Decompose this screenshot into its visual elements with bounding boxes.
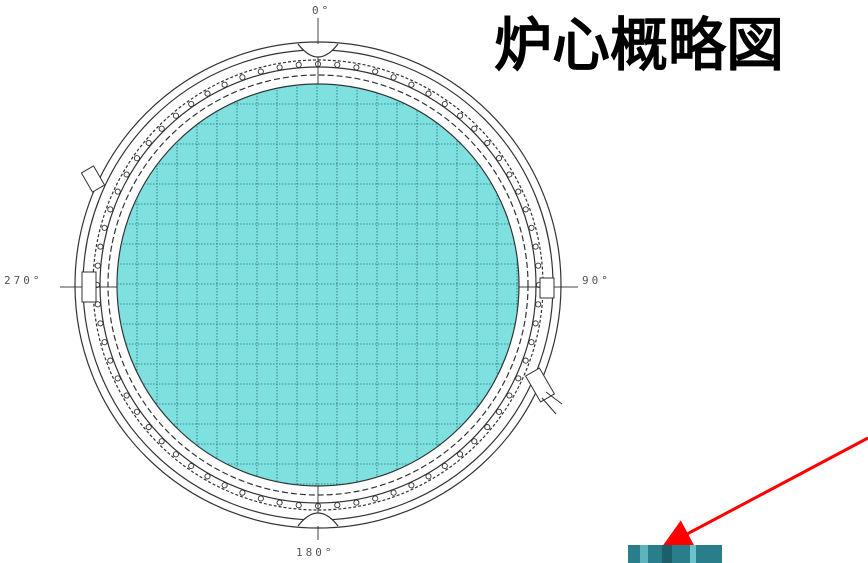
bolt-hole	[221, 81, 228, 88]
bolt-hole	[535, 301, 542, 308]
bolt-hole	[484, 139, 491, 146]
bolt-hole	[372, 68, 379, 75]
angle-label-top: 0°	[312, 4, 331, 17]
bolt-hole	[204, 473, 211, 480]
bolt-hole	[221, 482, 228, 489]
bolt-hole	[123, 171, 130, 178]
page-title: 炉心概略図	[494, 11, 785, 79]
bolt-hole	[158, 125, 165, 132]
bolt-hole	[408, 81, 415, 88]
bolt-hole	[158, 438, 165, 445]
bolt-hole	[145, 139, 152, 146]
bolt-hole	[97, 243, 104, 250]
bolt-hole	[295, 502, 302, 509]
angle-label-left: 270°	[4, 274, 43, 287]
bolt-hole	[172, 112, 179, 119]
bolt-hole	[484, 424, 491, 431]
bolt-hole	[107, 357, 114, 364]
bolt-hole	[257, 495, 264, 502]
bolt-hole	[515, 188, 522, 195]
bolt-hole	[314, 502, 322, 510]
bolt-hole	[535, 262, 542, 269]
bolt-hole	[114, 375, 121, 382]
bolt-hole	[114, 188, 121, 195]
bolt-hole	[101, 224, 108, 231]
bolt-hole	[528, 339, 535, 346]
bolt-hole	[188, 462, 195, 470]
bolt-hole	[239, 74, 246, 81]
bolt-hole	[372, 495, 379, 502]
bolt-hole	[495, 408, 503, 415]
bolt-hole	[390, 74, 397, 81]
angle-label-right: 90°	[582, 274, 611, 287]
bolt-hole	[408, 482, 415, 489]
bolt-hole	[97, 320, 104, 327]
bolt-hole	[522, 357, 529, 364]
bolt-hole	[276, 64, 283, 71]
bolt-ring	[93, 60, 543, 510]
notches	[297, 43, 339, 527]
bolt-hole	[145, 424, 152, 431]
bolt-hole	[204, 90, 211, 97]
bolt-hole	[257, 68, 264, 75]
bolt-hole	[528, 224, 535, 231]
bolt-hole	[471, 125, 478, 132]
bolt-hole	[441, 462, 448, 470]
bolt-hole	[314, 60, 322, 68]
bolt-hole	[506, 171, 513, 178]
bolt-hole	[101, 339, 108, 346]
bolt-hole	[133, 155, 141, 162]
bolt-hole	[457, 112, 464, 119]
bolt-hole	[532, 320, 539, 327]
bolt-hole	[94, 301, 101, 308]
bolt-hole	[188, 100, 195, 108]
bolt-hole	[94, 262, 101, 269]
bolt-hole	[441, 100, 448, 108]
bolt-hole	[506, 392, 513, 399]
bolt-hole	[334, 61, 341, 68]
bolt-hole	[522, 206, 529, 213]
bolt-hole	[390, 489, 397, 496]
bolt-hole	[532, 243, 539, 250]
bolt-hole	[515, 375, 522, 382]
bolt-hole	[107, 206, 114, 213]
bolt-hole	[495, 155, 503, 162]
angle-label-bottom: 180°	[296, 546, 335, 559]
fuel-assembly-grid	[117, 84, 519, 486]
bolt-hole	[239, 489, 246, 496]
side-brackets	[80, 165, 563, 415]
bolt-hole	[123, 392, 130, 399]
red-arrow-icon	[661, 436, 868, 548]
bolt-hole	[276, 499, 283, 506]
bolt-hole	[353, 499, 360, 506]
bolt-hole	[425, 473, 432, 480]
bolt-hole	[334, 502, 341, 509]
core-photo-thumbnail	[628, 545, 722, 563]
bolt-hole	[353, 64, 360, 71]
bolt-hole	[425, 90, 432, 97]
bolt-hole	[172, 451, 179, 458]
bolt-hole	[471, 438, 478, 445]
bolt-hole	[295, 61, 302, 68]
bolt-hole	[133, 408, 141, 415]
bolt-hole	[457, 451, 464, 458]
